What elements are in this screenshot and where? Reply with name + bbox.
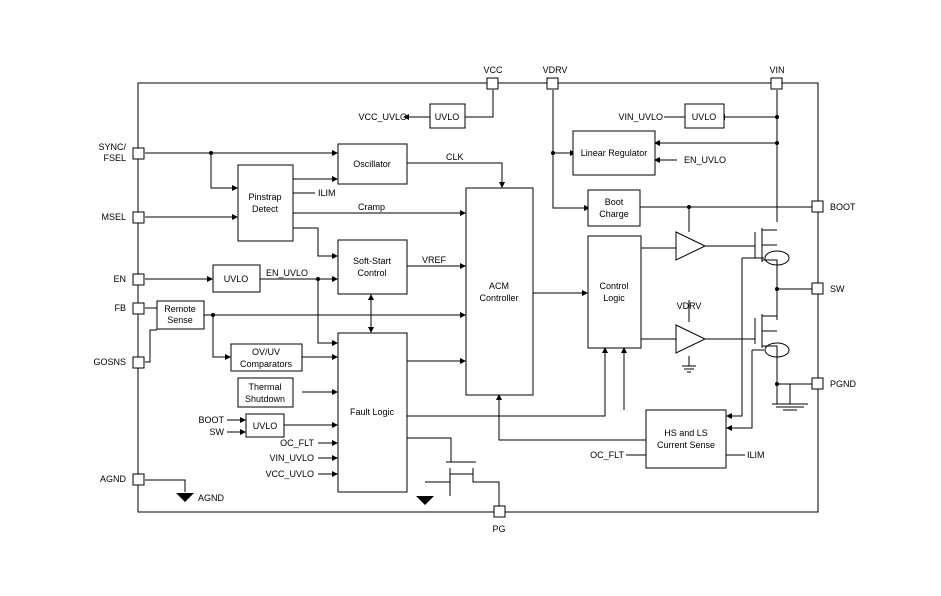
pin-vin [770, 77, 783, 90]
pin-en [132, 273, 145, 286]
signal-oc-flt: OC_FLT [280, 438, 314, 448]
acm-controller-block [465, 187, 534, 396]
pin-agnd [132, 473, 145, 486]
pin-pg [493, 505, 506, 518]
pin-sync-fsel [132, 147, 145, 160]
soft-start-block [337, 239, 408, 295]
arrowheads [207, 114, 732, 477]
uvlo-boot-block [245, 413, 285, 438]
pin-label-boot: BOOT [830, 202, 856, 212]
pin-label-msel: MSEL [101, 212, 126, 222]
pin-vcc [486, 77, 499, 90]
pinstrap-detect-block [237, 164, 294, 242]
thermal-shutdown-block [237, 377, 294, 408]
current-sense-label-1: HS and LS [664, 428, 708, 438]
uvlo-vcc-label: UVLO [435, 112, 460, 122]
signal-agnd-label: AGND [198, 493, 225, 503]
fault-logic-block [337, 332, 408, 493]
signal-ilim-pinstrap: ILIM [318, 188, 336, 198]
pin-label-fb: FB [114, 303, 126, 313]
signal-vcc-uvlo: VCC_UVLO [358, 112, 407, 122]
boot-charge-block [587, 189, 641, 227]
pin-fb [132, 302, 145, 315]
pin-label-sync: SYNC/ [98, 142, 126, 152]
signal-vin-uvlo-in: VIN_UVLO [269, 453, 314, 463]
pin-boot [811, 200, 824, 213]
uvlo-boot-label: UVLO [253, 421, 278, 431]
pinstrap-label-2: Detect [252, 204, 279, 214]
linear-regulator-label: Linear Regulator [581, 148, 648, 158]
acm-label-1: ACM [489, 281, 509, 291]
chip-outline [137, 82, 819, 513]
signal-vin-uvlo: VIN_UVLO [618, 112, 663, 122]
thermal-label-2: Shutdown [245, 394, 285, 404]
pin-sw [811, 282, 824, 295]
uvlo-vcc-block [429, 103, 466, 129]
wires [145, 90, 812, 506]
uvlo-en-block [212, 264, 261, 293]
hs-current-sense-coil [764, 250, 790, 266]
signal-vcc-uvlo-in: VCC_UVLO [265, 469, 314, 479]
pin-label-pgnd: PGND [830, 379, 857, 389]
uvlo-vin-label: UVLO [692, 112, 717, 122]
control-logic-label-2: Logic [603, 293, 625, 303]
current-sense-label-2: Current Sense [657, 440, 715, 450]
pin-label-sw: SW [830, 284, 845, 294]
uvlo-en-label: UVLO [224, 274, 249, 284]
pin-label-pg: PG [492, 524, 505, 534]
signal-oc-flt-cs: OC_FLT [590, 450, 624, 460]
signal-cramp: Cramp [358, 202, 385, 212]
remote-sense-label-1: Remote [164, 304, 196, 314]
pins [132, 77, 824, 518]
signal-vref: VREF [422, 255, 447, 265]
signal-en-uvlo: EN_UVLO [266, 268, 308, 278]
junctions [209, 115, 779, 386]
pin-msel [132, 211, 145, 224]
pin-label-agnd: AGND [100, 474, 127, 484]
signal-boot-in: BOOT [198, 415, 224, 425]
ovuv-label-2: Comparators [240, 359, 293, 369]
current-sense-block [645, 409, 727, 469]
thermal-label-1: Thermal [248, 382, 281, 392]
ground-symbols [176, 365, 808, 505]
pin-label-gosns: GOSNS [93, 357, 126, 367]
pin-label-vin: VIN [769, 65, 784, 75]
signal-vdrv-ls: VDRV [677, 301, 702, 311]
control-logic-block [587, 235, 642, 349]
remote-sense-label-2: Sense [167, 315, 193, 325]
soft-start-label-2: Control [357, 268, 386, 278]
pin-label-vdrv: VDRV [543, 65, 568, 75]
boot-charge-label-1: Boot [605, 197, 624, 207]
pin-label-en: EN [113, 274, 126, 284]
oscillator-label: Oscillator [353, 159, 391, 169]
ls-driver-triangle [675, 324, 707, 354]
pin-gosns [132, 356, 145, 369]
ls-current-sense-coil [764, 342, 790, 358]
hs-driver-triangle [675, 231, 707, 261]
ovuv-label-1: OV/UV [252, 347, 280, 357]
pin-label-vcc: VCC [483, 65, 503, 75]
acm-label-2: Controller [479, 293, 518, 303]
soft-start-label-1: Soft-Start [353, 256, 392, 266]
pin-vdrv [546, 77, 559, 90]
pinstrap-label-1: Pinstrap [248, 192, 281, 202]
linear-regulator-block [572, 130, 656, 176]
uvlo-vin-block [684, 103, 725, 129]
signal-clk: CLK [446, 152, 464, 162]
boot-charge-label-2: Charge [599, 209, 629, 219]
signal-en-uvlo-lin: EN_UVLO [684, 155, 726, 165]
fault-logic-label: Fault Logic [350, 407, 395, 417]
signal-sw-in: SW [210, 427, 225, 437]
pin-pgnd [811, 377, 824, 390]
signal-ilim-cs: ILIM [747, 450, 765, 460]
ovuv-comparators-block [230, 343, 303, 372]
oscillator-block [337, 143, 408, 185]
pin-label-fsel: FSEL [103, 153, 126, 163]
remote-sense-block [156, 300, 205, 330]
control-logic-label-1: Control [599, 281, 628, 291]
